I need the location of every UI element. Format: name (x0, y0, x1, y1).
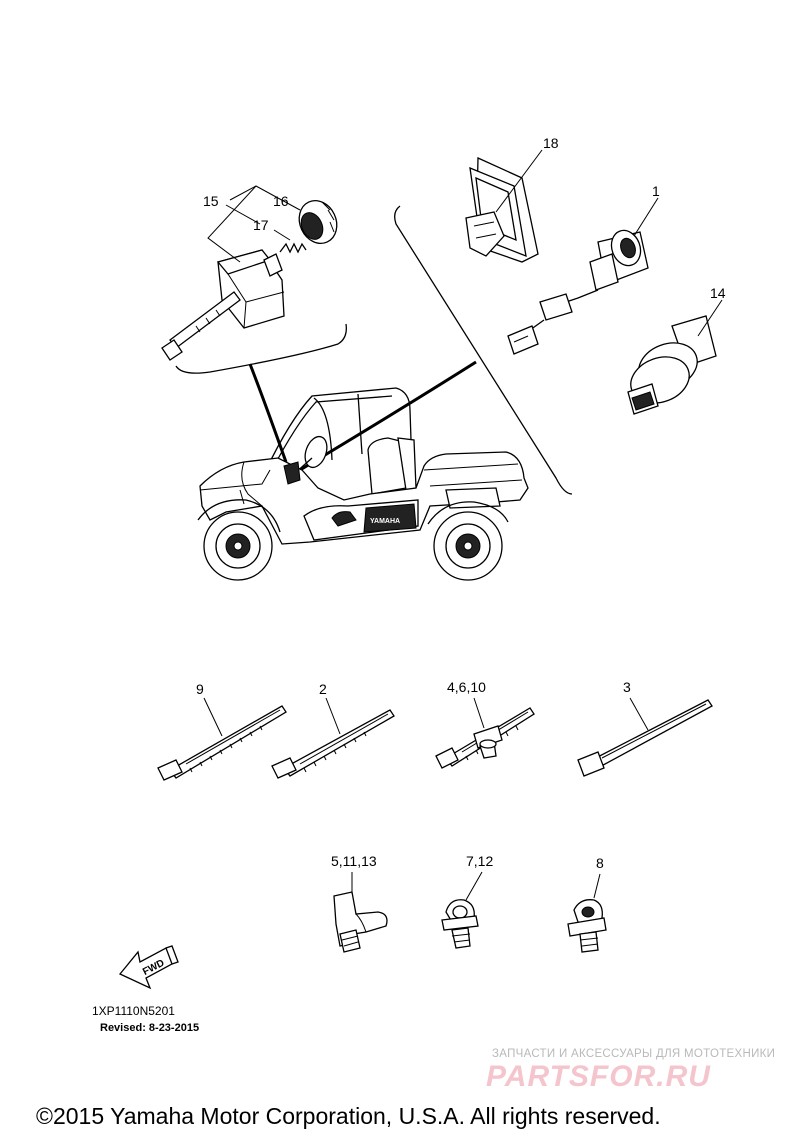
part-17-spring[interactable] (279, 242, 307, 254)
part-7-12-clip[interactable] (441, 871, 483, 949)
callout-4-6-10: 4,6,10 (447, 679, 486, 695)
part-18-switch-panel[interactable] (465, 149, 543, 263)
watermark-logo: PARTSFOR.RU (486, 1060, 711, 1093)
side-by-side-vehicle: YAMAHA (197, 387, 529, 581)
part-15-throttle-assembly[interactable] (161, 249, 285, 361)
callout-16: 16 (273, 193, 289, 209)
part-16-knob[interactable] (292, 194, 343, 249)
part-8-clip[interactable] (567, 873, 607, 953)
callout-18: 18 (543, 135, 559, 151)
part-2-cable-tie[interactable] (271, 697, 395, 779)
callout-9: 9 (196, 681, 204, 697)
part-9-cable-tie[interactable] (157, 697, 287, 781)
callout-7-12: 7,12 (466, 853, 493, 869)
watermark-tagline: ЗАПЧАСТИ И АКСЕССУАРЫ ДЛЯ МОТОТЕХНИКИ (492, 1048, 775, 1060)
part-4-6-10-cable-tie-clip[interactable] (435, 697, 535, 769)
part-1-socket[interactable] (507, 197, 659, 355)
vehicle-brand-decal: YAMAHA (370, 518, 400, 525)
callout-14: 14 (710, 285, 726, 301)
callout-15: 15 (203, 193, 219, 209)
copyright-notice: ©2015 Yamaha Motor Corporation, U.S.A. A… (36, 1103, 661, 1129)
part-14-main-switch[interactable] (624, 299, 723, 415)
callout-8: 8 (596, 855, 604, 871)
callout-17: 17 (253, 217, 269, 233)
callout-2: 2 (319, 681, 327, 697)
fwd-arrow-icon: FWD (118, 945, 179, 990)
callout-5-11-13: 5,11,13 (331, 853, 377, 869)
inset-boundary-left (175, 323, 347, 374)
revised-date: Revised: 8-23-2015 (100, 1022, 199, 1034)
callout-1: 1 (652, 183, 660, 199)
diagram-code: 1XP1110N5201 (92, 1004, 175, 1018)
callout-3: 3 (623, 679, 631, 695)
part-5-11-13-clip[interactable] (333, 872, 388, 953)
inset-boundary-right (394, 205, 573, 495)
part-3-cable-tie[interactable] (577, 697, 713, 777)
